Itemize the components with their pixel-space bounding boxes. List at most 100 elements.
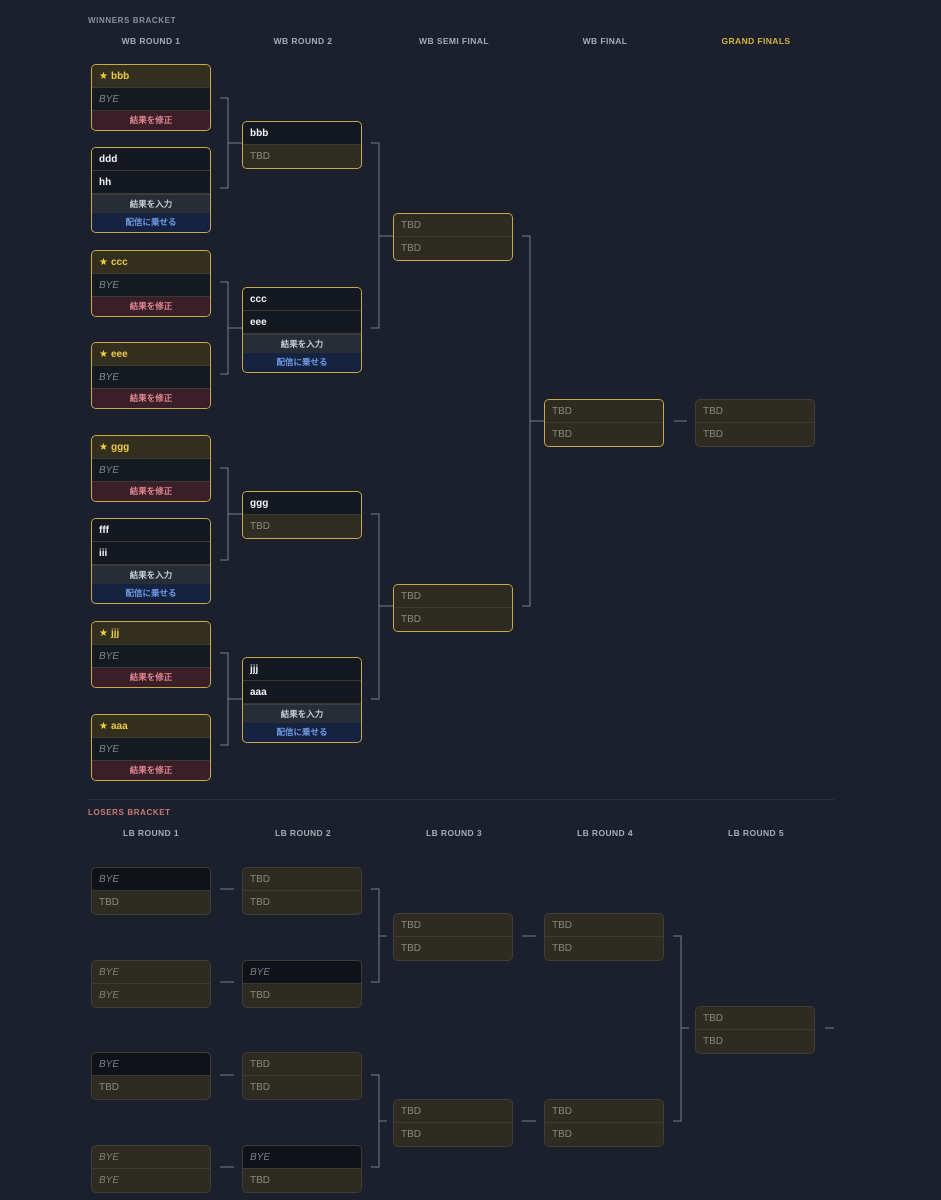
lb-r4-match-1: TBD TBD [544, 913, 664, 961]
match-slot-tbd: TBD [243, 515, 361, 538]
match-slot-tbd: TBD [545, 1100, 663, 1123]
star-icon: ★ [99, 721, 108, 732]
match-slot-winner: ★ggg [92, 436, 210, 459]
match-slot-tbd: TBD [394, 608, 512, 631]
match-slot-winner: ★jjj [92, 622, 210, 645]
lb-r5-match: TBD TBD [695, 1006, 815, 1054]
wb-r1-match-1: ★bbb BYE 結果を修正 [91, 64, 211, 131]
match-slot-tbd: TBD [545, 1123, 663, 1146]
enter-result-button[interactable]: 結果を入力 [92, 565, 210, 584]
match-slot-player: eee [243, 311, 361, 334]
match-slot-bye: BYE [92, 984, 210, 1007]
match-slot-tbd: TBD [696, 423, 814, 446]
match-slot-player: bbb [243, 122, 361, 145]
lb-r3-match-2: TBD TBD [393, 1099, 513, 1147]
match-slot-bye: BYE [92, 88, 210, 111]
fix-result-button[interactable]: 結果を修正 [92, 482, 210, 501]
round-header-lb-round-2: LB ROUND 2 [275, 828, 331, 838]
match-slot-winner: ★aaa [92, 715, 210, 738]
match-slot-tbd: TBD [394, 1123, 512, 1146]
fix-result-button[interactable]: 結果を修正 [92, 389, 210, 408]
match-slot-bye: BYE [92, 1146, 210, 1169]
enter-result-button[interactable]: 結果を入力 [92, 194, 210, 213]
lb-r2-match-2: BYE TBD [242, 960, 362, 1008]
round-header-wb-final: WB FINAL [582, 36, 628, 46]
stream-button[interactable]: 配信に乗せる [243, 353, 361, 372]
lb-r1-match-1: BYE TBD [91, 867, 211, 915]
star-icon: ★ [99, 442, 108, 453]
fix-result-button[interactable]: 結果を修正 [92, 668, 210, 687]
losers-bracket-title: LOSERS BRACKET [88, 808, 171, 817]
enter-result-button[interactable]: 結果を入力 [243, 334, 361, 353]
round-header-wb-round-1: WB ROUND 1 [121, 36, 181, 46]
lb-r1-match-4: BYE BYE [91, 1145, 211, 1193]
round-header-lb-round-5: LB ROUND 5 [728, 828, 784, 838]
match-slot-bye: BYE [92, 1169, 210, 1192]
match-slot-bye: BYE [92, 274, 210, 297]
round-header-wb-semi-final: WB SEMI FINAL [419, 36, 489, 46]
match-slot-tbd: TBD [394, 585, 512, 608]
match-slot-tbd: TBD [545, 400, 663, 423]
wb-r1-match-3: ★ccc BYE 結果を修正 [91, 250, 211, 317]
lb-r2-match-4: BYE TBD [242, 1145, 362, 1193]
stream-button[interactable]: 配信に乗せる [92, 213, 210, 232]
fix-result-button[interactable]: 結果を修正 [92, 111, 210, 130]
round-header-grand-finals: GRAND FINALS [721, 36, 791, 46]
match-slot-player: iii [92, 542, 210, 565]
match-slot-tbd: TBD [394, 214, 512, 237]
lb-r2-match-3: TBD TBD [242, 1052, 362, 1100]
match-slot-tbd: TBD [545, 423, 663, 446]
match-slot-tbd: TBD [394, 937, 512, 960]
match-slot-bye: BYE [92, 645, 210, 668]
match-slot-tbd: TBD [696, 1030, 814, 1053]
match-slot-bye: BYE [92, 961, 210, 984]
match-slot-bye: BYE [243, 1146, 361, 1169]
match-slot-player: ddd [92, 148, 210, 171]
match-slot-tbd: TBD [243, 1053, 361, 1076]
match-slot-tbd: TBD [243, 984, 361, 1007]
match-slot-player: ccc [243, 288, 361, 311]
wb-r2-match-2: ccc eee 結果を入力 配信に乗せる [242, 287, 362, 373]
match-slot-bye: BYE [92, 459, 210, 482]
winners-bracket-title: WINNERS BRACKET [88, 16, 177, 25]
match-slot-tbd: TBD [243, 1169, 361, 1192]
match-slot-bye: BYE [92, 868, 210, 891]
fix-result-button[interactable]: 結果を修正 [92, 761, 210, 780]
match-slot-tbd: TBD [696, 1007, 814, 1030]
match-slot-tbd: TBD [243, 1076, 361, 1099]
wb-r1-match-4: ★eee BYE 結果を修正 [91, 342, 211, 409]
star-icon: ★ [99, 71, 108, 82]
wb-r1-match-7: ★jjj BYE 結果を修正 [91, 621, 211, 688]
match-slot-bye: BYE [92, 738, 210, 761]
wb-r1-match-5: ★ggg BYE 結果を修正 [91, 435, 211, 502]
match-slot-player: jjj [243, 658, 361, 681]
star-icon: ★ [99, 628, 108, 639]
lb-r1-match-3: BYE TBD [91, 1052, 211, 1100]
fix-result-button[interactable]: 結果を修正 [92, 297, 210, 316]
stream-button[interactable]: 配信に乗せる [92, 584, 210, 603]
match-slot-player: fff [92, 519, 210, 542]
match-slot-tbd: TBD [545, 914, 663, 937]
match-slot-winner: ★eee [92, 343, 210, 366]
enter-result-button[interactable]: 結果を入力 [243, 704, 361, 723]
round-header-lb-round-1: LB ROUND 1 [123, 828, 179, 838]
match-slot-player: hh [92, 171, 210, 194]
wb-final-match: TBD TBD [544, 399, 664, 447]
match-slot-tbd: TBD [243, 891, 361, 914]
match-slot-winner: ★bbb [92, 65, 210, 88]
grand-finals-match: TBD TBD [695, 399, 815, 447]
match-slot-tbd: TBD [92, 1076, 210, 1099]
match-slot-tbd: TBD [243, 145, 361, 168]
wb-r2-match-3: ggg TBD [242, 491, 362, 539]
wb-semi-match-2: TBD TBD [393, 584, 513, 632]
match-slot-tbd: TBD [394, 914, 512, 937]
match-slot-bye: BYE [92, 1053, 210, 1076]
match-slot-tbd: TBD [545, 937, 663, 960]
match-slot-bye: BYE [92, 366, 210, 389]
star-icon: ★ [99, 349, 108, 360]
stream-button[interactable]: 配信に乗せる [243, 723, 361, 742]
round-header-wb-round-2: WB ROUND 2 [273, 36, 333, 46]
wb-semi-match-1: TBD TBD [393, 213, 513, 261]
lb-r2-match-1: TBD TBD [242, 867, 362, 915]
match-slot-winner: ★ccc [92, 251, 210, 274]
